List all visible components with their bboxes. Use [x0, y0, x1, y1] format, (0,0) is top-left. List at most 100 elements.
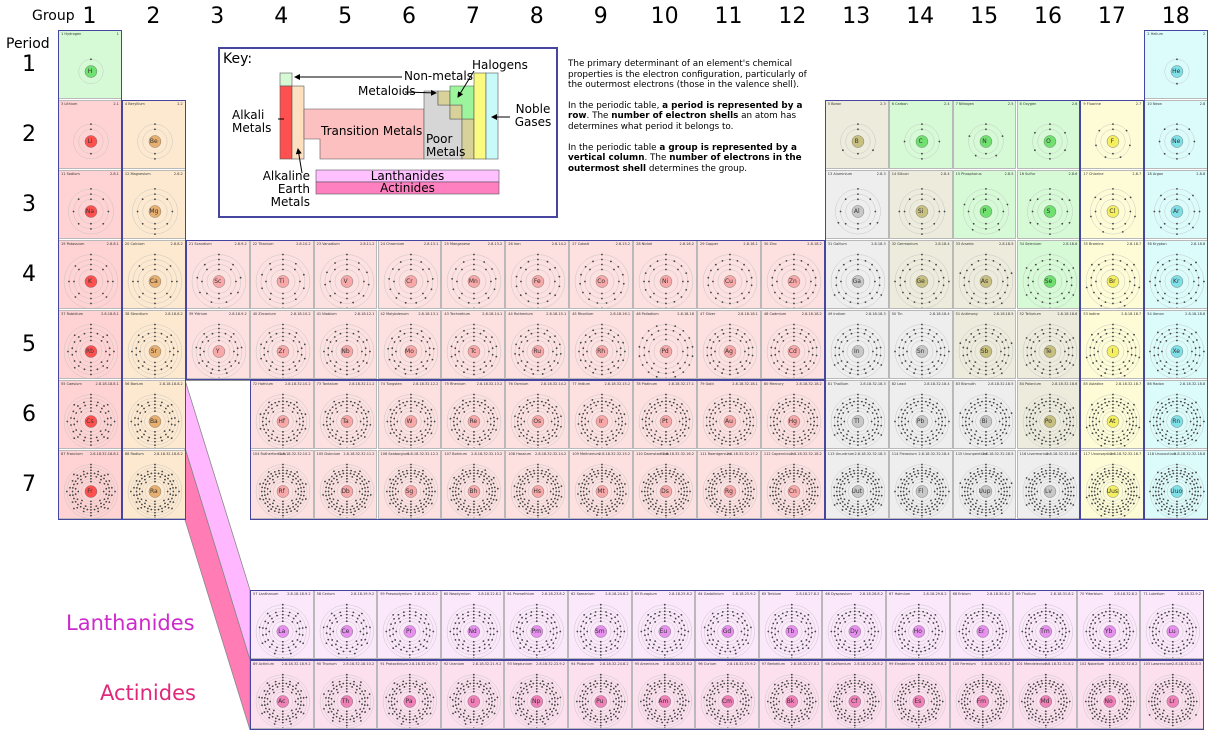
electron: [392, 431, 395, 434]
electron: [875, 353, 878, 356]
electron: [1031, 409, 1034, 412]
electron: [584, 334, 587, 337]
electron: [1056, 398, 1059, 401]
period-label: 7: [22, 472, 36, 497]
electron: [682, 502, 685, 505]
electron: [649, 265, 652, 267]
electron: [281, 302, 284, 305]
electron: [278, 508, 280, 511]
electron: [332, 477, 335, 480]
electron: [232, 333, 235, 335]
electron: [138, 296, 141, 298]
electron: [328, 417, 331, 420]
electron: [729, 444, 731, 447]
electron: [425, 360, 428, 362]
